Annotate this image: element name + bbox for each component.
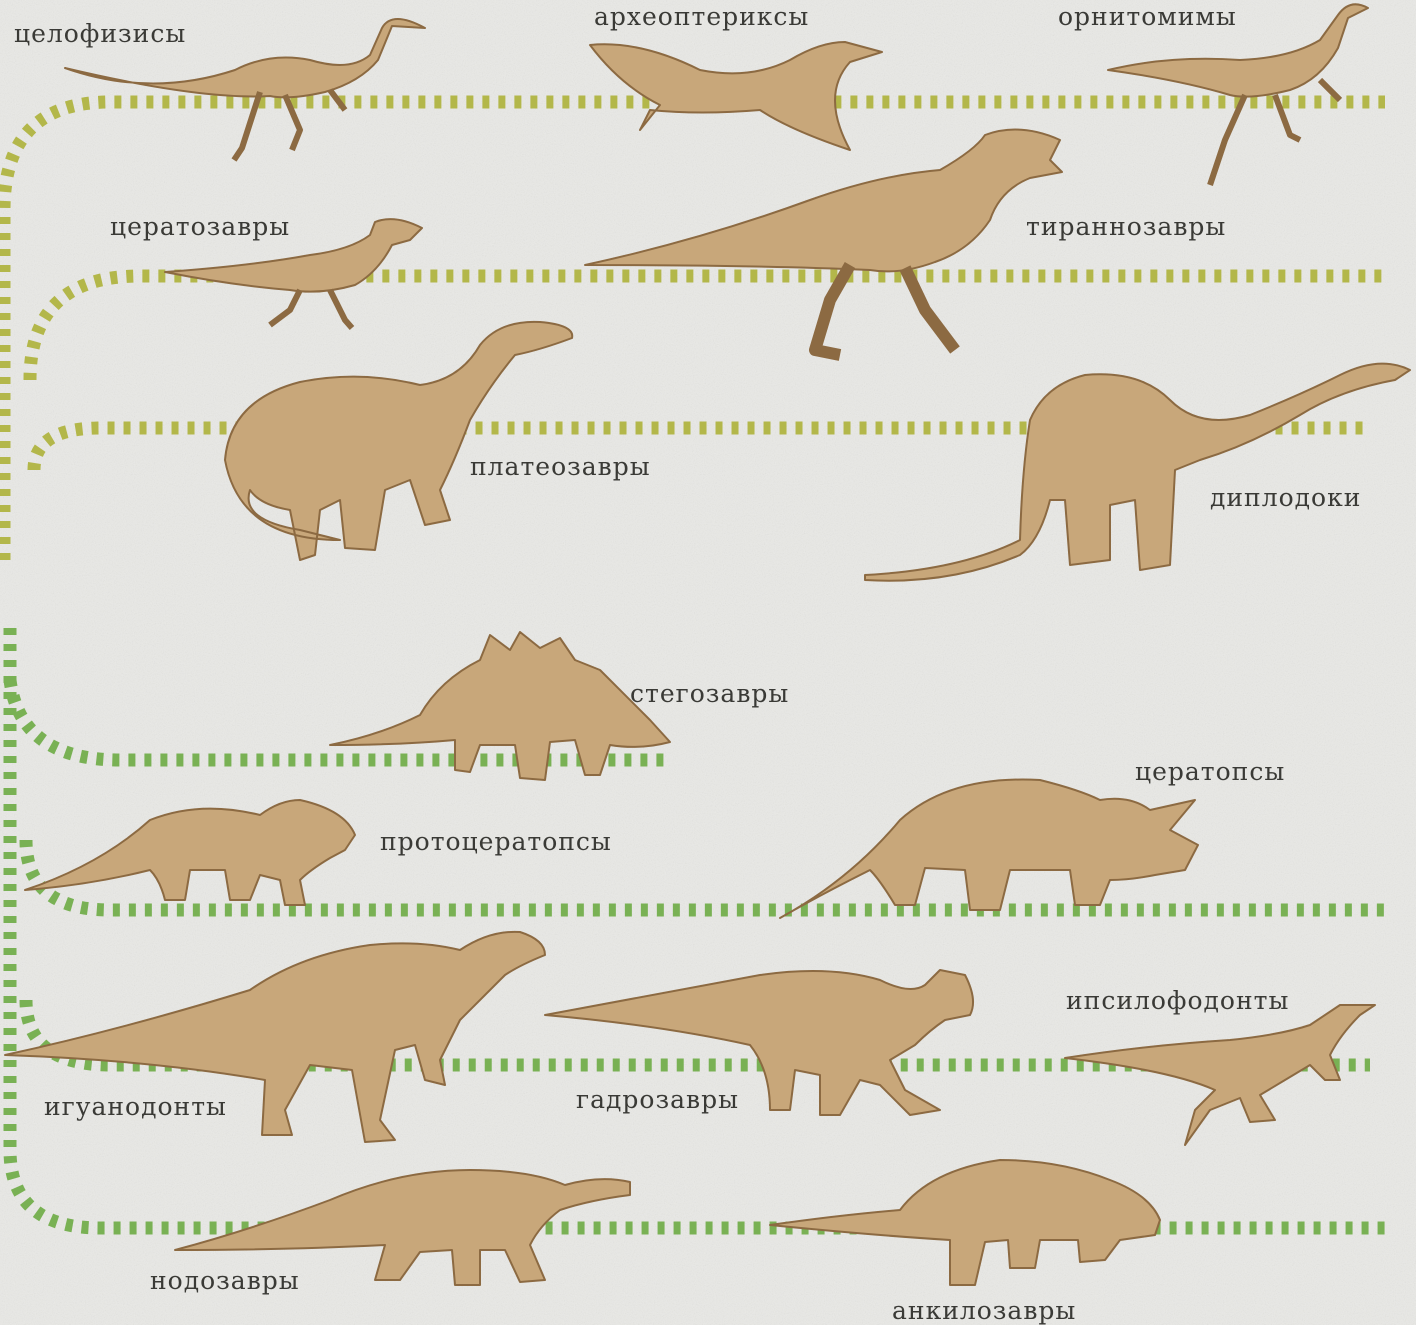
label-tyrannosaurus: тираннозавры <box>1026 212 1226 241</box>
label-stegosaurus: стегозавры <box>630 679 789 708</box>
label-coelophysis: целофизисы <box>14 19 186 48</box>
label-iguanodon: игуанодонты <box>44 1092 227 1121</box>
label-protoceratops: протоцератопсы <box>380 827 612 856</box>
label-hypsilophodon: ипсилофодонты <box>1066 986 1289 1015</box>
label-hadrosaurs: гадрозавры <box>576 1085 739 1114</box>
label-ceratopsians: цератопсы <box>1135 757 1285 786</box>
label-ceratosaurus: цератозавры <box>110 212 290 241</box>
label-nodosaurs: нодозавры <box>150 1266 300 1295</box>
label-archaeopteryx: археоптериксы <box>594 2 809 31</box>
label-plateosaurus: платеозавры <box>470 452 651 481</box>
label-diplodocus: диплодоки <box>1210 483 1361 512</box>
label-ornithomimus: орнитомимы <box>1058 2 1237 31</box>
label-ankylosaurs: анкилозавры <box>892 1296 1076 1325</box>
